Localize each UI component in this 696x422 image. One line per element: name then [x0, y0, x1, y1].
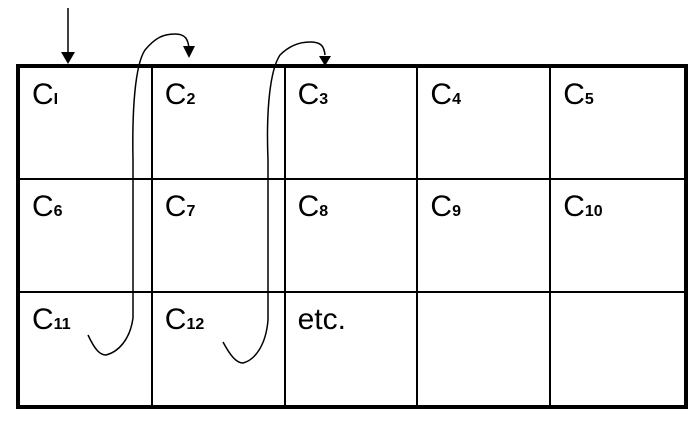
cell-label: etc. [297, 302, 346, 336]
cell-c3: C3 [285, 68, 419, 181]
cell-c9: C9 [418, 180, 552, 293]
cell-etc: etc. [286, 292, 419, 405]
cell-label: C11 [32, 302, 71, 336]
cell-label: C4 [430, 78, 461, 111]
cell-c2: C2 [152, 68, 286, 181]
start-arrow-icon [61, 8, 75, 64]
cell-label: C7 [164, 190, 196, 224]
cell-c5: C5 [551, 68, 684, 181]
cell-c10: C10 [551, 180, 684, 293]
cell-c1: CI [20, 68, 153, 181]
cell-empty [551, 293, 684, 405]
cell-label: C3 [297, 78, 329, 111]
cell-c6: C6 [20, 180, 153, 293]
cell-c8: C8 [285, 180, 419, 293]
cell-label: C2 [164, 78, 196, 111]
cell-label: C9 [430, 190, 461, 224]
cell-c12: C12 [153, 292, 286, 405]
cell-c4: C4 [418, 68, 552, 181]
cell-label: C8 [297, 190, 329, 224]
cell-label: C6 [32, 190, 63, 224]
cell-label: CI [32, 78, 59, 111]
cell-label: C10 [563, 190, 603, 224]
cell-c11: C11 [20, 292, 153, 405]
cell-empty [418, 292, 552, 405]
cell-label: C5 [563, 78, 594, 111]
cell-c7: C7 [152, 180, 286, 293]
cell-label: C12 [164, 302, 205, 336]
cell-grid: CI C2 C3 C4 C5 C6 C7 C8 C9 C10 C11 C12 e… [16, 64, 688, 409]
